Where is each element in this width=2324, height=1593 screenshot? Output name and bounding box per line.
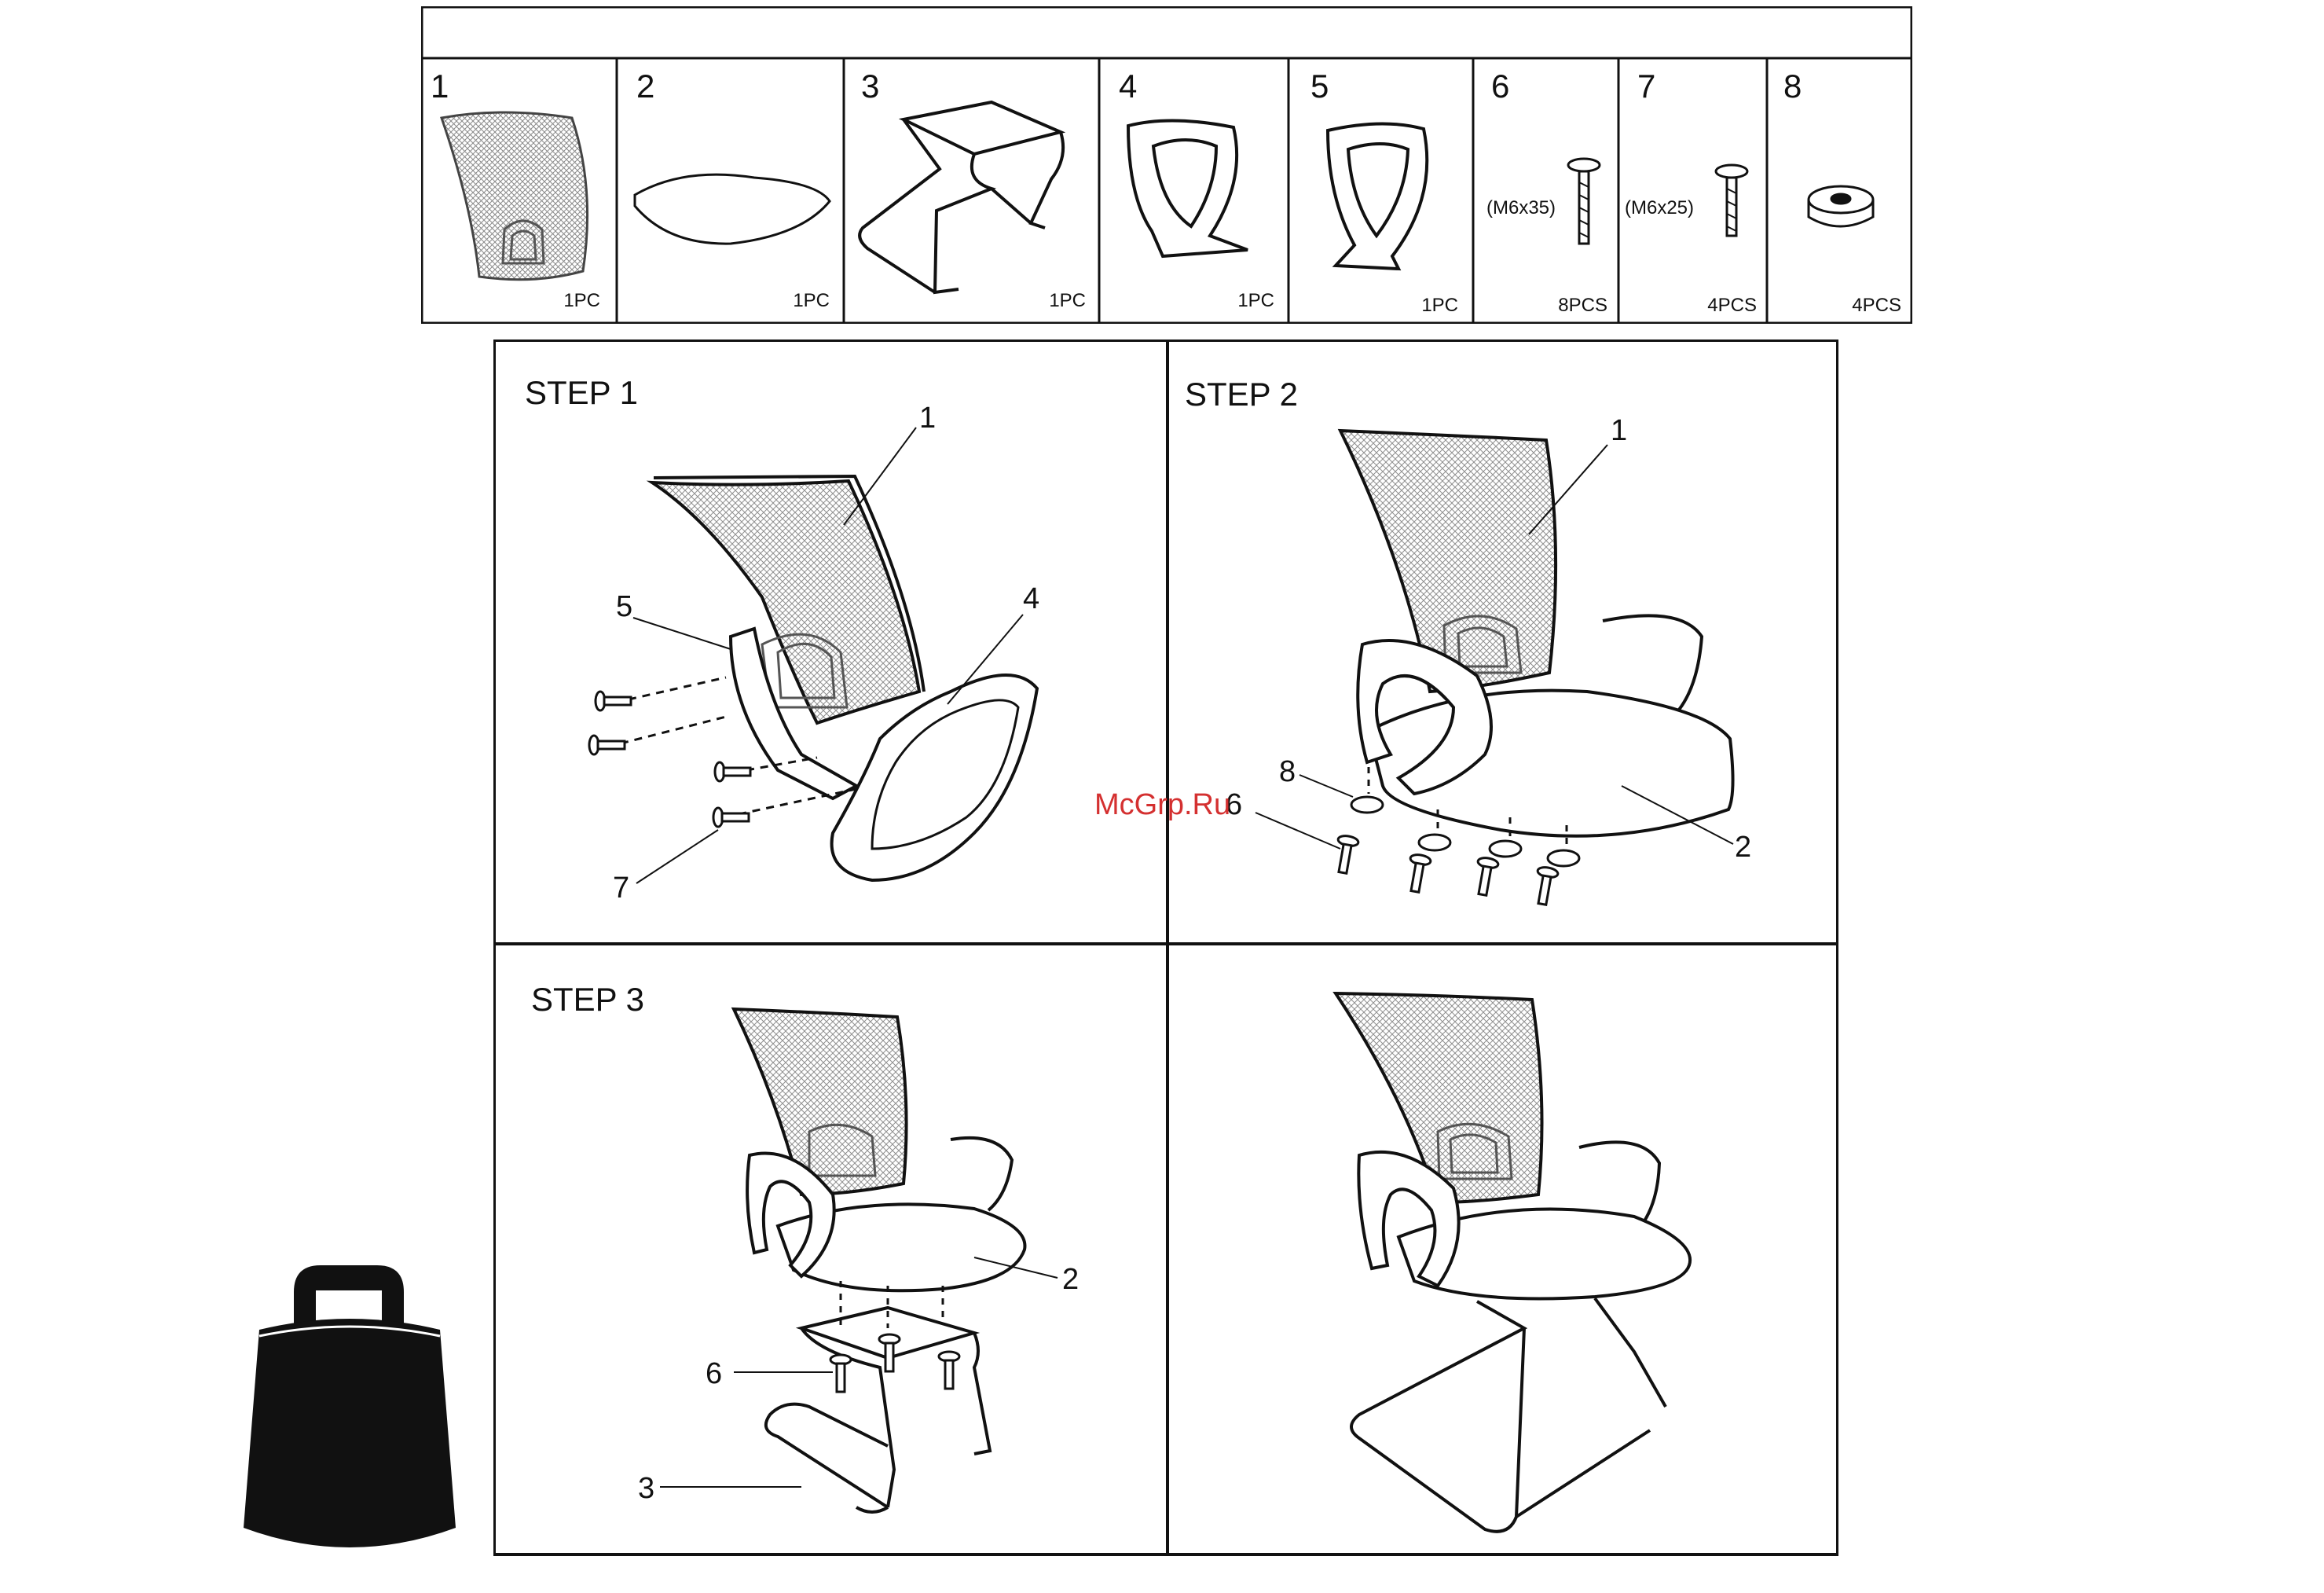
step-3-illustration: 2 6 3 <box>638 1009 1079 1512</box>
sled-frame-icon <box>860 102 1063 292</box>
step-2-callout-8: 8 <box>1279 755 1296 788</box>
part-3-number: 3 <box>861 68 879 105</box>
part-7-size: (M6x25) <box>1625 197 1694 218</box>
part-2-quantity: 1PC <box>793 290 830 311</box>
step-1-title: STEP 1 <box>525 374 638 411</box>
part-8-quantity: 4PCS <box>1852 295 1901 316</box>
part-4-quantity: 1PC <box>1237 290 1274 311</box>
part-6-quantity: 8PCS <box>1558 295 1607 316</box>
part-7-quantity: 4PCS <box>1707 295 1757 316</box>
part-4-number: 4 <box>1119 68 1137 105</box>
assembled-chair-illustration <box>1336 993 1690 1532</box>
step-2-title: STEP 2 <box>1185 376 1298 413</box>
step-3-callout-2: 2 <box>1062 1263 1079 1296</box>
step-3-title: STEP 3 <box>531 981 644 1018</box>
part-1-quantity: 1PC <box>563 290 600 311</box>
weight-icon <box>242 1261 457 1554</box>
watermark-text: McGrp.Ru <box>1094 788 1230 821</box>
mesh-backrest-icon <box>442 112 588 280</box>
step-2-illustration: 1 8 6 2 <box>1226 414 1751 906</box>
part-6-number: 6 <box>1491 68 1509 105</box>
parts-table: 1 2 3 4 5 6 7 8 1PC 1PC 1PC 1PC 1PC 8PCS… <box>421 6 1912 324</box>
part-5-quantity: 1PC <box>1421 295 1458 316</box>
step-2-callout-1: 1 <box>1611 414 1627 447</box>
long-bolt-icon <box>1568 159 1600 244</box>
part-6-size: (M6x35) <box>1486 197 1556 218</box>
part-7-number: 7 <box>1637 68 1655 105</box>
armrest-right-icon <box>1128 120 1248 256</box>
part-1-number: 1 <box>431 68 449 105</box>
step-3-callout-3: 3 <box>638 1472 654 1505</box>
part-2-number: 2 <box>636 68 654 105</box>
step-3-callout-6: 6 <box>706 1357 722 1390</box>
step-1-illustration: 1 4 5 7 <box>589 402 1039 905</box>
seat-cushion-icon <box>635 174 830 244</box>
step-1-callout-4: 4 <box>1023 582 1039 615</box>
part-5-number: 5 <box>1310 68 1329 105</box>
step-1-callout-7: 7 <box>613 872 629 905</box>
short-bolt-icon <box>1716 165 1747 236</box>
part-3-quantity: 1PC <box>1049 290 1086 311</box>
armrest-left-icon <box>1328 123 1427 269</box>
part-8-number: 8 <box>1783 68 1802 105</box>
step-2-callout-2: 2 <box>1735 831 1751 864</box>
step-1-callout-5: 5 <box>616 590 632 623</box>
washer-icon <box>1809 186 1873 226</box>
step-1-callout-1: 1 <box>919 402 936 435</box>
assembly-steps-grid: STEP 1 STEP 2 STEP 3 1 4 5 <box>493 340 1838 1556</box>
